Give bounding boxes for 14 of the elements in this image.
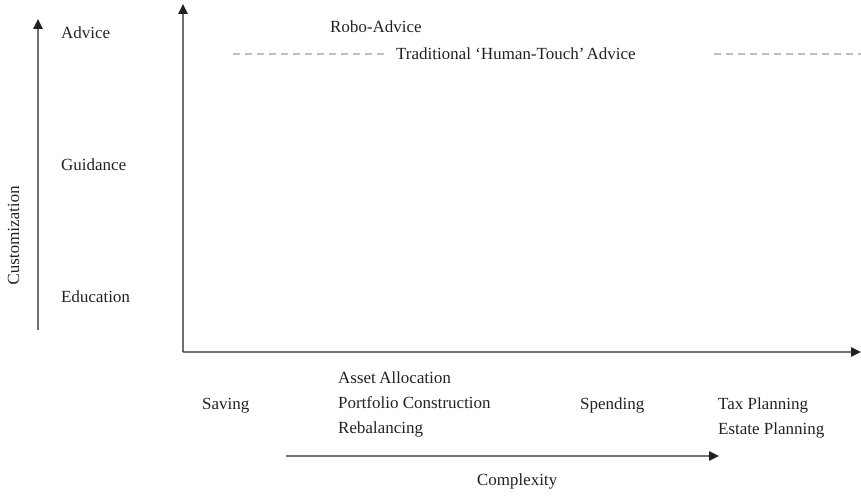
series-label: Robo-Advice (330, 17, 422, 37)
category-label: Spending (580, 394, 644, 414)
category-label: Asset Allocation (338, 368, 451, 388)
axis-label: Advice (61, 23, 110, 43)
axis-label: Guidance (61, 155, 126, 175)
category-label: Tax Planning (718, 394, 808, 414)
axis-title: Customization (4, 185, 24, 285)
category-label: Saving (202, 394, 250, 414)
category-label: Estate Planning (718, 419, 824, 439)
series-label: Traditional ‘Human-Touch’ Advice (396, 44, 636, 64)
category-label: Portfolio Construction (338, 393, 491, 413)
category-label: Rebalancing (338, 418, 423, 438)
axis-title: Complexity (476, 470, 558, 490)
axis-label: Education (61, 287, 130, 307)
